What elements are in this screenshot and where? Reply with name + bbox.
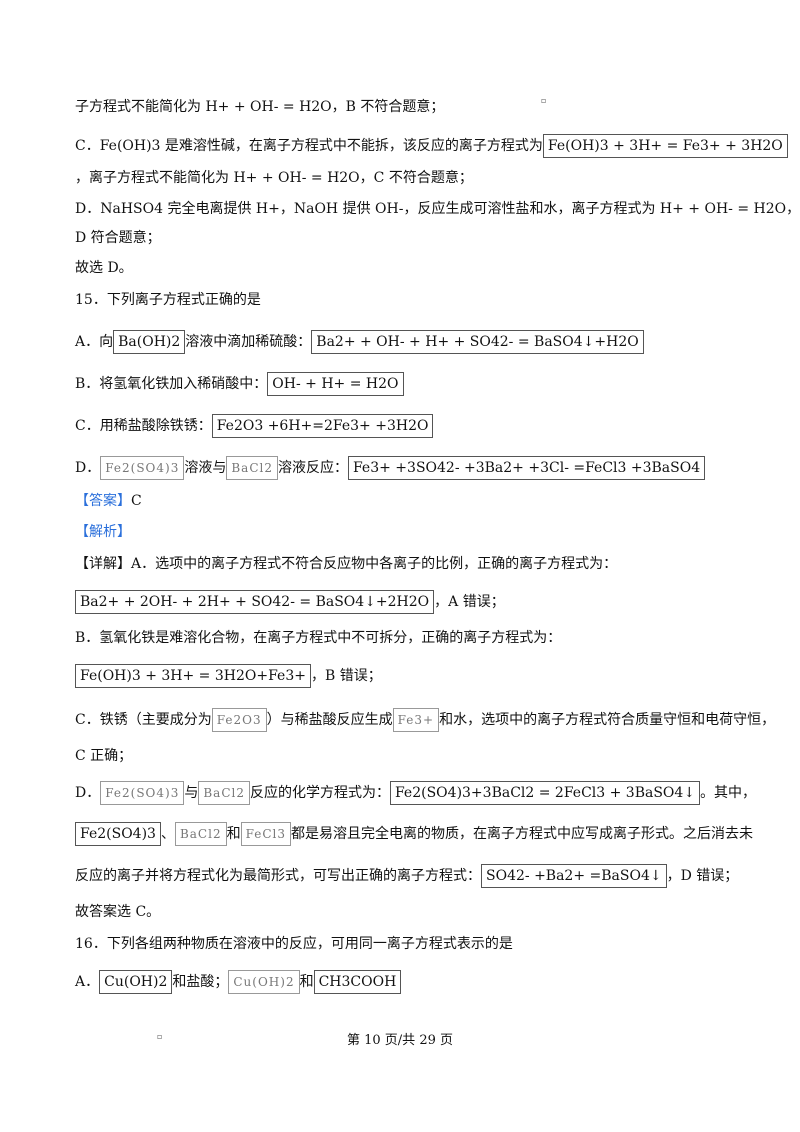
equation-box: Fe2O3 +6H+=2Fe3+ +3H2O	[211, 414, 434, 438]
formula-box: Fe2O3	[211, 708, 267, 732]
text-line: 反应的离子并将方程式化为最简形式，可写出正确的离子方程式：SO42- +Ba2+…	[75, 864, 740, 888]
answer-line: 【答案】C	[75, 491, 740, 511]
equation-box: Fe3+ +3SO42- +3Ba2+ +3Cl- =FeCl3 +3BaSO4	[347, 456, 706, 480]
text-line: C 正确；	[75, 748, 133, 764]
formula-box: Fe2(SO4)3	[100, 456, 185, 480]
option-b: B．将氢氧化铁加入稀硝酸中：OH- + H+ = H2O	[75, 372, 740, 396]
text-line: Ba2+ + 2OH- + 2H+ + SO42- = BaSO4↓+2H2O，…	[75, 590, 740, 614]
analysis-tag-line: 【解析】	[75, 522, 740, 542]
formula-box: Fe3+	[392, 708, 440, 732]
corner-mark: ▫	[541, 96, 547, 105]
answer-tag: 【答案】	[75, 493, 131, 509]
equation-box: Ba2+ + OH- + H+ + SO42- = BaSO4↓+H2O	[311, 330, 644, 354]
formula-box: Cu(OH)2	[99, 970, 173, 994]
option-d-explanation: D．NaHSO4 完全电离提供 H+，NaOH 提供 OH-，反应生成可溶性盐和…	[75, 201, 800, 217]
analysis-tag: 【解析】	[75, 524, 131, 540]
equation-box: OH- + H+ = H2O	[267, 372, 404, 396]
formula-box: CH3COOH	[313, 970, 402, 994]
question-16: 16．下列各组两种物质在溶液中的反应，可用同一离子方程式表示的是	[75, 936, 513, 952]
formula-box: BaCl2	[174, 822, 227, 846]
formula-box: BaCl2	[198, 781, 250, 805]
detail-line: 【详解】A．选项中的离子方程式不符合反应物中各离子的比例，正确的离子方程式为：	[75, 556, 618, 572]
formula-box: Ba(OH)2	[113, 330, 186, 354]
formula-box: FeCl3	[240, 822, 292, 846]
equation-box: Fe(OH)3 + 3H+ = 3H2O+Fe3+	[75, 664, 311, 688]
equation-box: Ba2+ + 2OH- + 2H+ + SO42- = BaSO4↓+2H2O	[75, 590, 435, 614]
equation-box: SO42- +Ba2+ =BaSO4↓	[481, 864, 667, 888]
equation-box: Fe2(SO4)3+3BaCl2 = 2FeCl3 + 3BaSO4↓	[389, 781, 701, 805]
question-15: 15．下列离子方程式正确的是	[75, 292, 261, 308]
text-line: 子方程式不能简化为 H+ + OH- = H2O，B 不符合题意；	[75, 99, 445, 115]
conclusion: 故答案选 C。	[75, 904, 161, 920]
conclusion: 故选 D。	[75, 260, 133, 276]
formula-box: Fe2(SO4)3	[75, 822, 161, 846]
corner-mark: ▫	[157, 1032, 163, 1041]
formula-box: BaCl2	[226, 456, 278, 480]
page-number: 第 10 页/共 29 页	[347, 1033, 453, 1048]
text-line: ，离子方程式不能简化为 H+ + OH- = H2O，C 不符合题意；	[75, 170, 473, 186]
option-c: C．用稀盐酸除铁锈：Fe2O3 +6H+=2Fe3+ +3H2O	[75, 414, 740, 438]
equation-box: Fe(OH)3 + 3H+ = Fe3+ + 3H2O	[542, 134, 788, 158]
text-line: Fe(OH)3 + 3H+ = 3H2O+Fe3+，B 错误；	[75, 664, 740, 688]
text-line: D 符合题意；	[75, 230, 161, 246]
answer-value: C	[131, 493, 142, 509]
text-line: B．氢氧化铁是难溶化合物，在离子方程式中不可拆分，正确的离子方程式为：	[75, 630, 562, 646]
formula-box: Fe2(SO4)3	[100, 781, 185, 805]
detail-tag: 【详解】	[75, 556, 131, 572]
formula-box: Cu(OH)2	[228, 970, 300, 994]
